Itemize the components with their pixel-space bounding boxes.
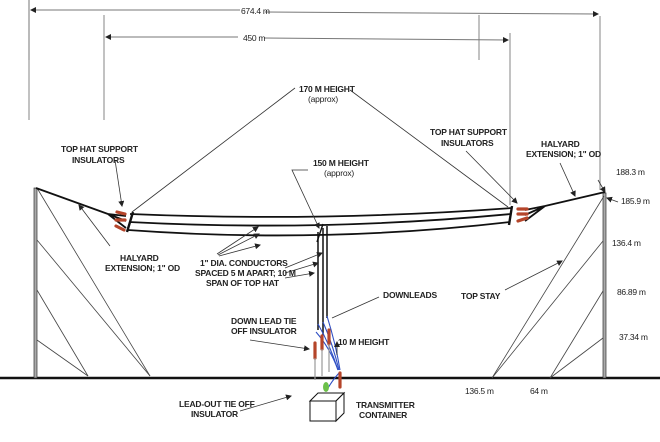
leader-150m: [291, 169, 320, 229]
label-downlead-tie-1: DOWN LEAD TIE: [231, 316, 297, 326]
leader-riser-2: [284, 261, 319, 274]
leader-left-insulators: [114, 159, 125, 207]
overall-span-label: 674.4 m: [241, 6, 270, 16]
label-downleads: DOWNLEADS: [383, 290, 437, 300]
label-left-halyard-2: EXTENSION; 1" OD: [105, 263, 180, 273]
leader-170m-left: [131, 87, 296, 213]
right-top-hat-insulators: [516, 207, 529, 223]
downlead-2: [322, 321, 340, 371]
right-mast-tower: [602, 192, 607, 379]
overall-span-dimension: 674.4 m: [28, 0, 601, 190]
leader-188m: [597, 179, 606, 193]
leader-lines: [78, 87, 619, 412]
insulator: [516, 216, 529, 223]
label-top-stay: TOP STAY: [461, 291, 501, 301]
left-stay-1: [36, 187, 151, 377]
left-stay-3: [36, 289, 89, 377]
downlead-tie-off-insulators: [313, 328, 342, 389]
label-170m-height: 170 M HEIGHT: [299, 84, 356, 94]
dim-arrow-right: [264, 10, 599, 17]
right-stay-top: [491, 195, 605, 379]
container-front: [309, 400, 337, 422]
leader-riser-1: [284, 252, 323, 269]
leader-conductor-1: [216, 226, 259, 255]
conductor-2: [128, 213, 512, 227]
label-136-5m: 136.5 m: [465, 386, 494, 396]
label-185m: 185.9 m: [621, 196, 650, 206]
label-left-insulators-1: TOP HAT SUPPORT: [61, 144, 139, 154]
labels: 170 M HEIGHT (approx) 150 M HEIGHT (appr…: [61, 84, 650, 420]
label-150m-approx: (approx): [324, 168, 354, 178]
leader-downleads: [331, 296, 380, 319]
leader-leadout: [239, 394, 292, 412]
label-transmitter-2: CONTAINER: [359, 410, 407, 420]
label-150m-height: 150 M HEIGHT: [313, 158, 370, 168]
leader-left-halyard: [78, 204, 111, 247]
conductor-1: [129, 207, 513, 218]
right-stay-4: [549, 337, 604, 379]
label-downlead-tie-2: OFF INSULATOR: [231, 326, 297, 336]
leader-conductor-2: [217, 233, 260, 256]
label-right-halyard-2: EXTENSION; 1" OD: [526, 149, 601, 159]
insulator: [114, 224, 126, 232]
left-stay-2: [36, 239, 151, 377]
container-side: [335, 391, 345, 423]
label-right-insulators-2: INSULATORS: [441, 138, 494, 148]
dim-450-arrow-right: [263, 36, 509, 43]
right-stay-2: [491, 240, 604, 379]
leader-downlead-tie: [249, 339, 310, 352]
top-hat-span-label: 450 m: [243, 33, 265, 43]
label-188m: 188.3 m: [616, 167, 645, 177]
label-170m-approx: (approx): [308, 94, 338, 104]
leader-185m: [606, 196, 619, 203]
leader-top-stay: [504, 260, 563, 291]
leader-right-insulators: [465, 150, 518, 204]
left-stay-4: [36, 339, 89, 377]
label-64m: 64 m: [530, 386, 548, 396]
right-halyard: [544, 191, 606, 207]
label-right-insulators-1: TOP HAT SUPPORT: [430, 127, 508, 137]
right-stay-3: [549, 290, 604, 379]
label-conductors-1: 1" DIA. CONDUCTORS: [200, 258, 288, 268]
label-left-insulators-2: INSULATORS: [72, 155, 125, 165]
label-10m-height: 10 M HEIGHT: [338, 337, 390, 347]
leader-170m-right: [349, 89, 509, 208]
label-right-halyard-1: HALYARD: [541, 139, 580, 149]
label-conductors-3: SPAN OF TOP HAT: [206, 278, 280, 288]
label-86m: 86.89 m: [617, 287, 646, 297]
label-transmitter-1: TRANSMITTER: [356, 400, 415, 410]
label-136m: 136.4 m: [612, 238, 641, 248]
leader-conductor-3: [218, 243, 261, 257]
leader-right-halyard: [559, 162, 576, 197]
lead-out-insulator-icon: [323, 382, 329, 392]
center-downlead-riser: [316, 223, 328, 335]
transmitter-container: [308, 382, 346, 423]
label-left-halyard-1: HALYARD: [120, 253, 159, 263]
top-hat-span-dimension: 450 m: [103, 15, 511, 205]
insulator: [115, 210, 127, 216]
right-mast: [491, 192, 607, 379]
downlead-4: [315, 331, 339, 371]
left-mast: [33, 187, 151, 379]
leadout-wire: [327, 371, 341, 389]
label-leadout-2: INSULATOR: [191, 409, 238, 419]
label-leadout-1: LEAD-OUT TIE OFF: [179, 399, 255, 409]
leader-riser-3: [284, 270, 315, 279]
left-mast-tower: [33, 187, 38, 379]
label-37m: 37.34 m: [619, 332, 648, 342]
left-top-hat-insulators: [114, 210, 127, 232]
label-conductors-2: SPACED 5 M APART; 10 M: [195, 268, 296, 278]
left-halyard: [35, 187, 109, 215]
